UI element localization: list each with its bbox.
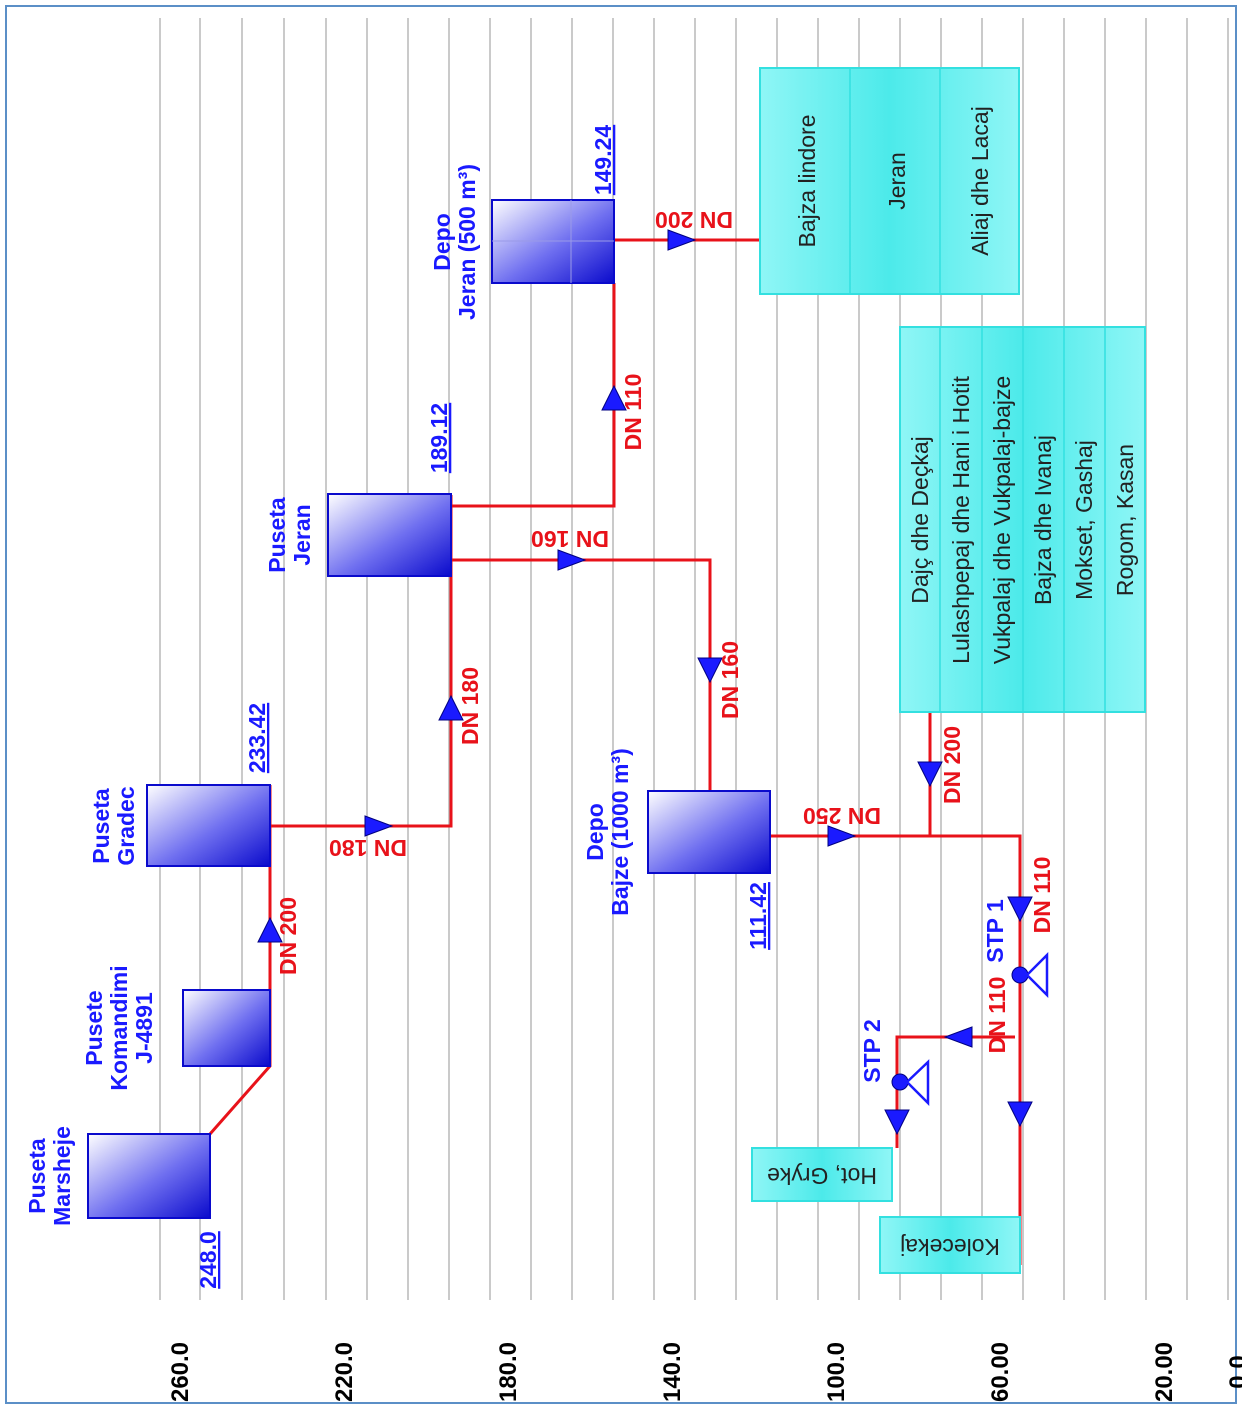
zone-label-hot: Hot, Gryke <box>767 1163 877 1189</box>
pipe-label: DN 180 <box>457 667 483 745</box>
zone-label: Bajza lindore <box>794 115 820 248</box>
elevation-label: 248.0 <box>195 1231 221 1289</box>
tick-label: 0.0 <box>1225 1355 1242 1388</box>
zone-label-kolecekaj: Kolecekaj <box>900 1234 1000 1260</box>
tank-komandimi <box>182 989 271 1067</box>
node-label: Depo <box>429 213 455 271</box>
node-label: J-4891 <box>131 992 157 1064</box>
node-label: Marsheje <box>49 1126 75 1226</box>
pipe-label: DN 160 <box>717 641 743 719</box>
tick-label: 260.0 <box>167 1342 194 1402</box>
pipe-label: DN 160 <box>531 526 609 552</box>
stp2-icon <box>891 1059 930 1107</box>
pipe-label: DN 110 <box>620 374 646 451</box>
outer-frame <box>5 5 1237 1404</box>
pipe-label: DN 200 <box>655 207 733 233</box>
node-label: Jeran (500 m³) <box>454 164 480 320</box>
node-label: Jeran <box>289 504 315 565</box>
zone-box-kolecekaj <box>879 1216 1021 1274</box>
tank-gradec <box>146 784 271 867</box>
zone-label: Bajza dhe Ivanaj <box>1030 435 1056 605</box>
pipe-label: DN 110 <box>1029 857 1055 934</box>
station-label-stp1: STP 1 <box>982 899 1008 963</box>
zone-label: Vukpalaj dhe Vukpalaj-bajze <box>989 376 1015 665</box>
tick-label: 220.0 <box>331 1342 358 1402</box>
pipe-label: DN 250 <box>803 803 881 829</box>
zone-label: Rogom, Kasan <box>1112 444 1138 596</box>
stp1-icon <box>1011 951 1049 999</box>
axis-labels: 260.0 220.0 180.0 140.0 100.0 60.00 20.0… <box>167 1342 1242 1402</box>
zone-box-central <box>899 326 1146 713</box>
tick-label: 60.00 <box>987 1342 1014 1402</box>
elevation-label: 149.24 <box>590 125 616 196</box>
node-label: Pusete <box>81 990 107 1065</box>
zone-label: Lulashpepaj dhe Hani i Hotit <box>948 376 974 664</box>
tank-depo-bajze <box>647 790 771 874</box>
tick-label: 100.0 <box>823 1342 850 1402</box>
tank-marsheje <box>87 1133 211 1219</box>
zone-label: Aliaj dhe Lacaj <box>967 106 993 256</box>
node-label: Bajze (1000 m³) <box>607 748 633 915</box>
node-label: Puseta <box>88 788 114 864</box>
node-label: Puseta <box>24 1138 50 1214</box>
node-label: Depo <box>582 803 608 861</box>
pipe-label: DN 180 <box>329 835 407 861</box>
elevation-label: 111.42 <box>745 882 771 950</box>
zone-label: Dajç dhe Deçkaj <box>907 436 933 603</box>
elevation-label: 233.42 <box>244 703 270 773</box>
node-label: Puseta <box>264 497 290 573</box>
zone-box-east <box>759 67 1020 295</box>
pipe-label: DN 200 <box>939 726 965 804</box>
tanks <box>87 199 771 1219</box>
tank-jeran-puseta <box>327 493 452 577</box>
elevation-label: 189.12 <box>426 403 452 473</box>
tick-label: 180.0 <box>495 1342 522 1402</box>
pipe-label: DN 200 <box>275 897 301 975</box>
pipe-label: DN 110 <box>984 977 1010 1054</box>
tick-label: 140.0 <box>659 1342 686 1402</box>
zone-label: Mokset, Gashaj <box>1071 440 1097 600</box>
zone-label: Jeran <box>884 152 910 210</box>
node-label: Gradec <box>113 786 139 865</box>
tick-label: 20.00 <box>1151 1342 1178 1402</box>
flow-arrows <box>257 229 1033 1136</box>
zone-box-hot <box>751 1147 893 1202</box>
station-label-stp2: STP 2 <box>859 1019 885 1083</box>
node-label: Komandimi <box>106 965 132 1090</box>
